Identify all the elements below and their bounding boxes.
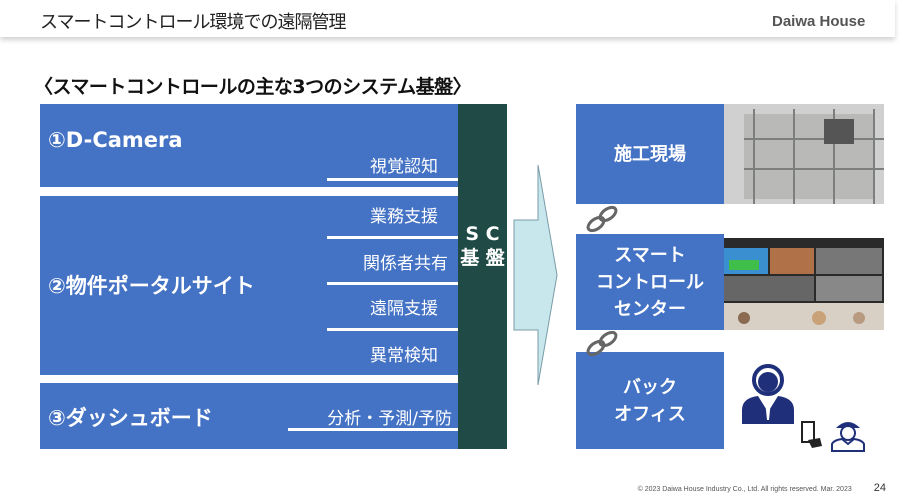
section-heading: 〈スマートコントロールの主な3つのシステム基盤〉 xyxy=(34,76,472,98)
system-title: ②物件ポータルサイト xyxy=(48,274,255,298)
system-portal-site: ②物件ポータルサイト 業務支援 関係者共有 遠隔支援 異常検知 xyxy=(40,196,458,375)
system-item: 業務支援 xyxy=(370,207,438,227)
divider xyxy=(327,236,458,239)
sc-platform: S C 基 盤 xyxy=(458,104,507,449)
chain-link-icon xyxy=(586,205,618,233)
worker-smartphone-icon xyxy=(801,421,865,452)
footer: © 2023 Daiwa House Industry Co., Ltd. Al… xyxy=(638,482,886,494)
page-number: 24 xyxy=(873,482,886,494)
system-item: 視覚認知 xyxy=(370,157,438,177)
arrow-right-icon xyxy=(513,164,558,386)
target-site: 施工現場 xyxy=(576,104,724,204)
operator-headset-icon xyxy=(742,364,794,424)
chain-link-icon xyxy=(586,330,618,356)
system-title: ③ダッシュボード xyxy=(48,406,213,430)
daiwa-house-logo: Daiwa House xyxy=(772,13,866,30)
slide-title: スマートコントロール環境での遠隔管理 xyxy=(40,12,346,33)
divider xyxy=(327,328,458,331)
divider xyxy=(327,178,458,181)
header-bar xyxy=(0,0,895,37)
system-d-camera: ①D-Camera 視覚認知 xyxy=(40,104,458,187)
target-control-center: スマート コントロール センター xyxy=(576,234,724,330)
system-item: 関係者共有 xyxy=(363,254,448,274)
target-back-office: バック オフィス xyxy=(576,352,724,449)
divider xyxy=(288,428,458,431)
system-item: 異常検知 xyxy=(370,346,438,366)
system-item: 遠隔支援 xyxy=(370,299,438,319)
system-item: 分析・予測/予防 xyxy=(327,409,452,429)
system-dashboard: ③ダッシュボード 分析・予測/予防 xyxy=(40,383,458,449)
sc-platform-label: S C 基 盤 xyxy=(460,223,505,269)
system-title: ①D-Camera xyxy=(48,128,183,152)
control-center-photo xyxy=(724,238,884,330)
construction-site-photo xyxy=(724,104,884,204)
copyright: © 2023 Daiwa House Industry Co., Ltd. Al… xyxy=(637,486,852,493)
divider xyxy=(327,282,458,285)
